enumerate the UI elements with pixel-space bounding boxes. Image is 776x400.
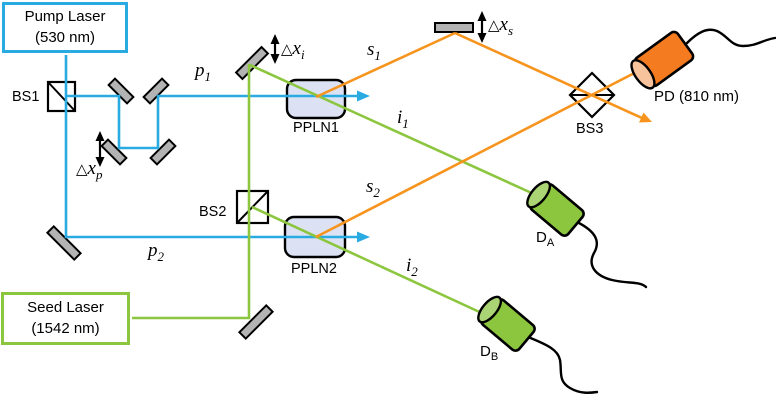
- delay-mirror-top-right: [142, 77, 170, 105]
- beam-label-p1: p1: [195, 60, 211, 84]
- pump-beam-p2: [64, 55, 358, 239]
- pd-fiber: [685, 28, 776, 48]
- seed-laser-wavelength: (1542 nm): [31, 319, 100, 337]
- beam-label-p2: p2: [148, 240, 164, 264]
- delta-xs-arrow: [477, 11, 487, 43]
- delay-label-dxs: △xs: [488, 14, 514, 38]
- idler-beam-i1: [249, 63, 537, 197]
- delay-mirror-bottom-left: [100, 138, 128, 166]
- delay-label-dxi: △xi: [281, 38, 305, 62]
- detector-b-label: DB: [480, 343, 499, 363]
- pd-label: PD (810 nm): [654, 88, 740, 105]
- beam-label-s2: s2: [366, 176, 380, 200]
- pump-laser-wavelength: (530 nm): [34, 28, 96, 46]
- signal-delay-mirror: [434, 22, 474, 33]
- s1-arrowhead: [639, 112, 652, 123]
- detector-a-fiber: [575, 220, 648, 289]
- seed-beam: [132, 64, 251, 320]
- p1-arrowhead: [357, 90, 370, 102]
- ppln2-label: PPLN2: [291, 261, 337, 277]
- bs2-label: BS2: [199, 204, 227, 220]
- idler-delay-mirror: [234, 45, 270, 81]
- ppln1-label: PPLN1: [293, 120, 339, 136]
- detector-a-label: DA: [536, 229, 555, 249]
- bs3-label: BS3: [576, 121, 604, 137]
- delay-label-dxp: △xp: [76, 158, 103, 182]
- detector-b-fiber: [526, 335, 599, 394]
- detector-a: [526, 180, 585, 237]
- delta-xp-arrow: [95, 131, 105, 167]
- signal-beam-s2: [315, 65, 648, 239]
- delay-mirror-bottom-right: [149, 138, 177, 166]
- bs1-label: BS1: [12, 89, 40, 105]
- seed-laser-name: Seed Laser: [27, 299, 104, 317]
- detector-b: [477, 295, 536, 352]
- signal-beam-s1: [315, 31, 456, 99]
- idler-beam-i2: [251, 205, 487, 317]
- delay-mirror-top-left: [107, 77, 135, 105]
- pump-laser-name: Pump Laser: [24, 8, 106, 26]
- pump-laser-box: Pump Laser (530 nm): [2, 2, 128, 53]
- beam-label-i1: i1: [397, 107, 409, 131]
- signal-beam-s1-reflected: [454, 31, 643, 120]
- beam-label-i2: i2: [406, 255, 418, 279]
- pump-fold-mirror: [45, 224, 83, 262]
- seed-fold-mirror: [237, 303, 275, 341]
- pump-beam-p1: [66, 94, 358, 150]
- delta-xi-arrow: [270, 34, 280, 64]
- pd-detector: [630, 30, 695, 90]
- beam-label-s1: s1: [367, 39, 381, 63]
- p2-arrowhead: [357, 231, 370, 243]
- seed-laser-box: Seed Laser (1542 nm): [1, 292, 130, 345]
